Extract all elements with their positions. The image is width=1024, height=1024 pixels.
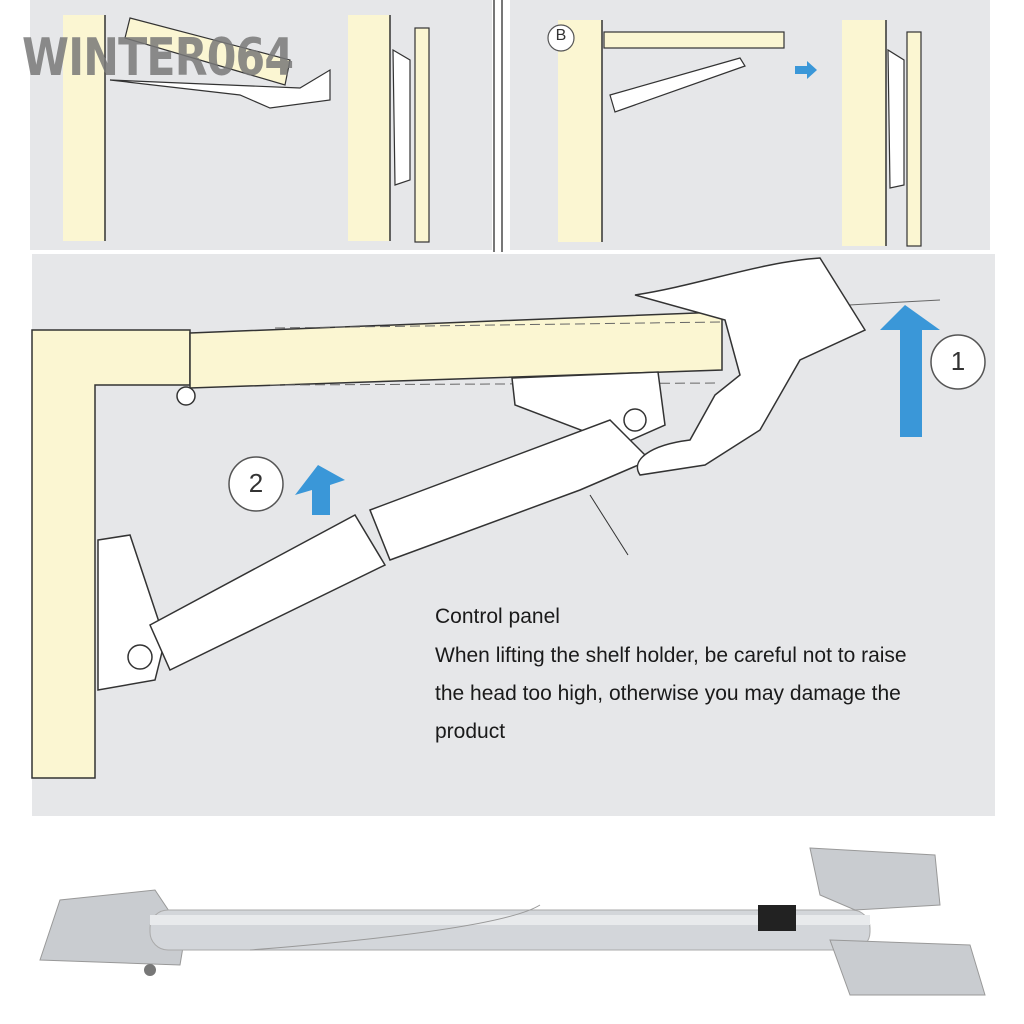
arrow-up-left-icon [295,465,345,515]
step-1-label: 1 [950,346,966,376]
step-1-circle [930,334,986,390]
caption-line: When lifting the shelf holder, be carefu… [435,644,907,667]
top-left-panel [30,0,492,250]
panel-b-label: B [555,27,567,44]
arrow-up-icon [880,305,940,437]
caption-line: product [435,720,506,743]
caption-line: the head too high, otherwise you may dam… [435,682,901,705]
product-photo [39,847,986,996]
top-right-panel [510,0,990,250]
main-diagram-panel [31,24,995,816]
arrow-right-icon [795,61,817,79]
caption-title: Control panel [435,605,560,628]
step-2-circle [228,456,284,512]
watermark: WINTER064 [22,28,294,88]
step-2-label: 2 [248,468,264,498]
panel-b-circle [547,24,575,52]
hand-illustration [634,257,867,476]
